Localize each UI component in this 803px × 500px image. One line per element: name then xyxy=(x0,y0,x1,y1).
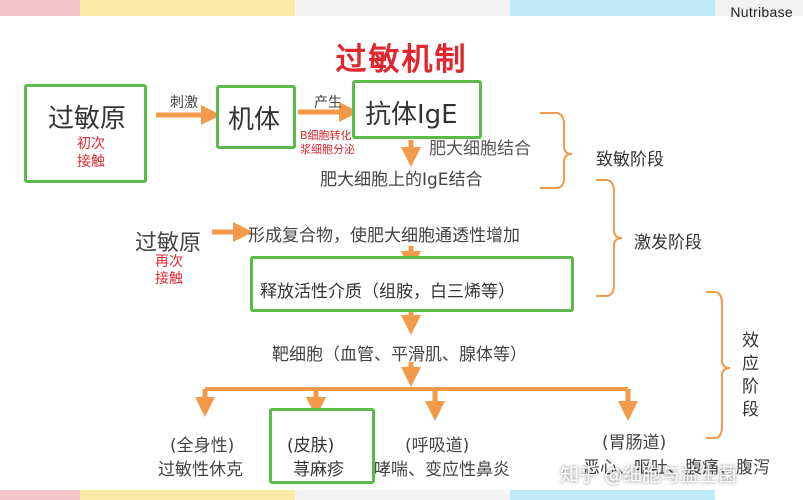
brand-logo-text: Nutribase xyxy=(730,4,793,20)
brace-activation xyxy=(596,179,623,297)
release-mediators-label: 释放活性介质（组胺，白三烯等） xyxy=(260,282,515,302)
release-mediators-box xyxy=(250,256,574,312)
stage-effect-1: 效 xyxy=(742,331,759,351)
first-contact-line2: 接触 xyxy=(77,154,105,170)
antibody-label: 抗体IgE xyxy=(365,100,458,130)
outcome-gi-category: (胃肠道) xyxy=(602,433,667,453)
body-label: 机体 xyxy=(228,105,281,135)
bottom-stripe-pink xyxy=(0,490,80,500)
target-cells-label: 靶细胞（血管、平滑肌、腺体等） xyxy=(272,345,527,365)
mast-cell-bind-label: 肥大细胞结合 xyxy=(429,139,531,159)
produce-label: 产生 xyxy=(314,95,342,111)
bottom-stripe-cyan xyxy=(510,490,715,500)
first-allergen-box xyxy=(24,84,147,183)
second-contact-line1: 再次 xyxy=(155,254,183,270)
top-stripe-cyan xyxy=(510,0,715,16)
top-stripe-yellow xyxy=(80,0,295,16)
stage-effect-3: 阶 xyxy=(742,377,759,397)
b-cell-note-line1: B细胞转化 xyxy=(300,129,352,142)
second-allergen-label: 过敏原 xyxy=(135,231,202,256)
outcome-systemic-category: (全身性) xyxy=(170,436,235,456)
stage-effect-4: 段 xyxy=(742,400,759,420)
mast-cell-ige-label: 肥大细胞上的IgE结合 xyxy=(320,170,483,190)
outcome-gi-effect: 恶心、呕吐、腹痛、腹泻 xyxy=(583,458,770,478)
bottom-stripe-yellow xyxy=(80,490,295,500)
stage-effect-2: 应 xyxy=(742,354,759,374)
stimulate-label: 刺激 xyxy=(170,95,198,111)
outcome-systemic-effect: 过敏性休克 xyxy=(158,460,243,480)
first-allergen-label: 过敏原 xyxy=(48,104,127,134)
outcome-respiratory-effect: 哮喘、变应性鼻炎 xyxy=(374,460,510,480)
complex-formation-label: 形成复合物，使肥大细胞通透性增加 xyxy=(248,226,520,246)
top-stripe-pink xyxy=(0,0,80,16)
b-cell-note-line2: 浆细胞分泌 xyxy=(300,143,355,156)
stage-sensitization: 致敏阶段 xyxy=(596,150,664,170)
top-stripe-light xyxy=(715,0,803,16)
outcome-skin-effect: 荨麻疹 xyxy=(293,460,344,480)
second-contact-line2: 接触 xyxy=(155,271,183,287)
top-stripe-grey xyxy=(295,0,510,16)
brace-effect xyxy=(706,291,731,439)
antibody-box xyxy=(352,80,482,139)
brace-sensitization xyxy=(540,112,573,189)
outcome-respiratory-category: (呼吸道) xyxy=(405,436,470,456)
diagram-title: 过敏机制 xyxy=(335,42,468,78)
body-box xyxy=(216,85,296,149)
skin-outcome-box xyxy=(269,408,375,484)
watermark: 知乎 @细胞与益生菌 xyxy=(560,464,738,486)
bottom-stripe-grey xyxy=(295,490,510,500)
outcome-skin-category: (皮肤) xyxy=(287,436,335,456)
stage-activation: 激发阶段 xyxy=(634,233,702,253)
first-contact-line1: 初次 xyxy=(77,136,105,152)
